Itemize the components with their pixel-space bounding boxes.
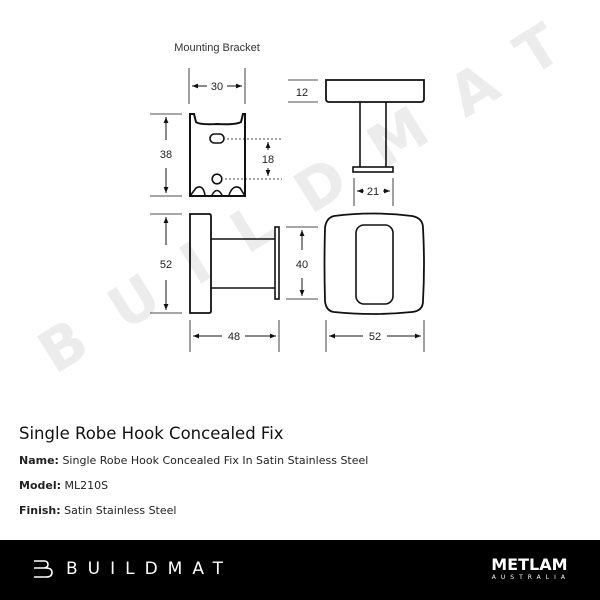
metlam-name: METLAM [491,555,568,574]
name-label: Name: [19,454,59,467]
model-label: Model: [19,479,62,492]
finish-value: Satin Stainless Steel [64,504,177,517]
dim-hole-spacing: 18 [262,154,274,166]
metlam-sub: AUSTRALIA [491,574,570,581]
side-view: 52 40 48 [150,213,318,352]
finish-label: Finish: [19,504,61,517]
buildmat-b-icon [34,560,53,578]
dim-bracket-height: 38 [160,149,172,161]
product-model-row: Model: ML210S [19,479,368,492]
buildmat-wordmark: BUILDMAT [66,559,234,579]
dim-front-width: 52 [369,331,381,343]
top-view: 12 21 [288,79,425,206]
watermark-text: BUILDMAT [26,0,600,387]
buildmat-logo: BUILDMAT [32,559,233,579]
dim-flange-height: 40 [296,259,308,271]
dim-flange-width: 21 [367,186,379,198]
front-view: 52 [323,212,425,352]
product-title: Single Robe Hook Concealed Fix [19,424,284,443]
dim-side-height: 52 [160,259,172,271]
model-value: ML210S [64,479,109,492]
product-finish-row: Finish: Satin Stainless Steel [19,504,368,517]
metlam-logo: METLAM AUSTRALIA [489,556,570,582]
technical-drawing: BUILDMAT Mounting Bracket 30 18 38 12 [26,0,600,387]
dim-rose-thickness: 12 [296,87,308,99]
dim-bracket-width: 30 [211,81,223,93]
footer-bar: BUILDMAT METLAM AUSTRALIA [0,540,600,600]
product-name-row: Name: Single Robe Hook Concealed Fix In … [19,454,368,467]
dim-projection: 48 [228,331,240,343]
product-info: Single Robe Hook Concealed Fix Name: Sin… [19,424,368,529]
name-value: Single Robe Hook Concealed Fix In Satin … [62,454,369,467]
bracket-title: Mounting Bracket [174,42,260,54]
mounting-bracket-view: Mounting Bracket 30 18 38 [150,42,282,197]
